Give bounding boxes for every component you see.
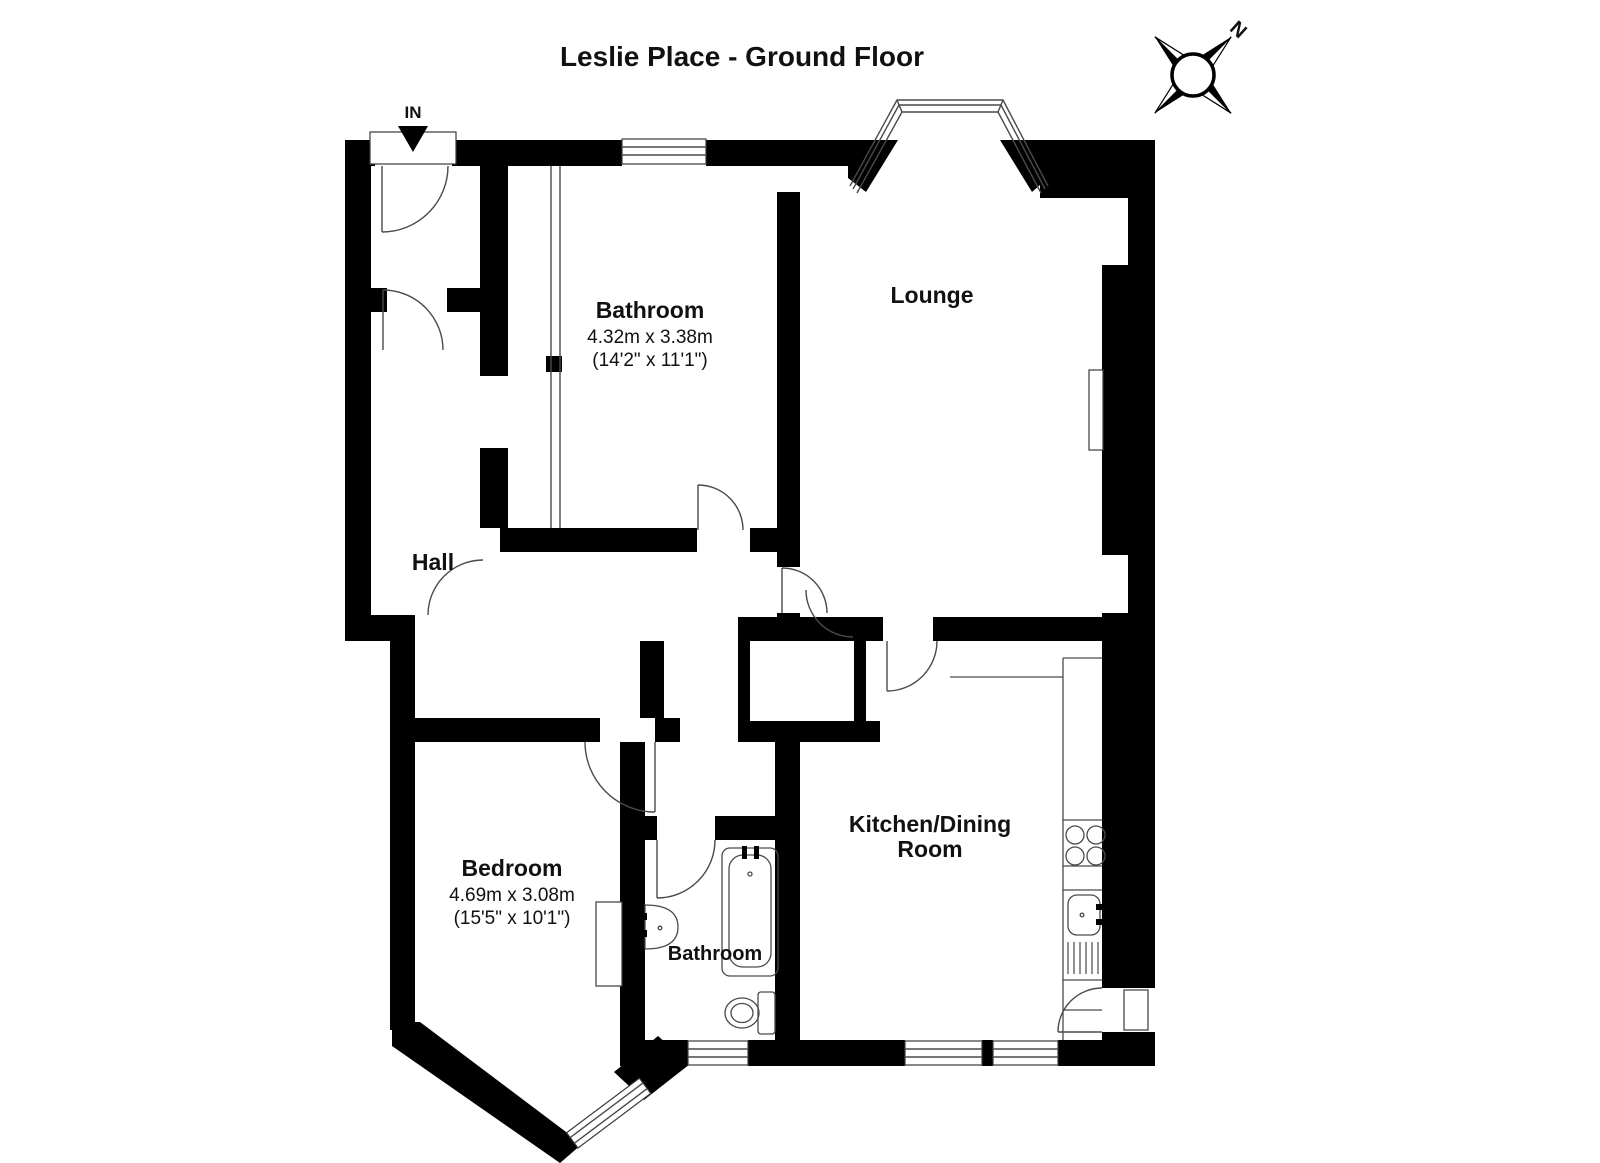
junction-door-arc <box>805 589 854 638</box>
kitchen-sink <box>1067 894 1108 974</box>
wash-basin <box>636 904 679 950</box>
compass-circle <box>1170 52 1216 98</box>
page-title: Leslie Place - Ground Floor <box>560 41 924 72</box>
kitchen-counter <box>950 657 1102 1040</box>
bedroom-recess <box>595 901 623 987</box>
label-kitchen: Kitchen/Dining Room <box>849 811 1011 862</box>
kitchen-door-recess <box>1123 989 1149 1031</box>
labels: Leslie Place - Ground Floor Bathroom 4.3… <box>412 41 1011 965</box>
window-top <box>621 138 707 165</box>
label-bedroom: Bedroom 4.69m x 3.08m (15'5" x 10'1") <box>449 855 575 929</box>
toilet <box>724 991 776 1035</box>
kitchen-door-arc <box>886 640 938 692</box>
bathtub <box>721 846 779 977</box>
vestibule-door-arc <box>382 289 444 351</box>
stud-partition <box>550 166 561 528</box>
lounge-door-arc <box>781 567 828 614</box>
label-bathroom-main: Bathroom 4.32m x 3.38m (14'2" x 11'1") <box>587 297 713 371</box>
bedroom-dim-metric: 4.69m x 3.08m <box>449 885 575 906</box>
kitchen-name-line1: Kitchen/Dining <box>849 811 1011 837</box>
entrance-label: IN <box>405 103 422 122</box>
walls <box>345 140 1155 1163</box>
bathroom-main-dim-imperial: (14'2" x 11'1") <box>592 350 707 371</box>
windows <box>550 99 1149 1149</box>
bay-window <box>849 99 1049 194</box>
hall-closet-door-arc <box>427 559 484 616</box>
window-bedroom-diagonal <box>565 1077 652 1149</box>
bedroom-door-arc <box>584 741 656 813</box>
bathroom-main-dim-metric: 4.32m x 3.38m <box>587 327 713 348</box>
bedroom-name: Bedroom <box>462 855 563 881</box>
entrance-door-arc <box>381 165 449 233</box>
hob <box>1065 825 1106 866</box>
window-kitchen-bottom-2 <box>992 1040 1059 1066</box>
bathroom-main-door-arc <box>697 484 744 531</box>
kitchen-exterior-door-arc <box>1057 987 1103 1033</box>
entrance-arrow-icon <box>398 126 428 152</box>
fixtures <box>636 657 1108 1040</box>
bedroom-dim-imperial: (15'5" x 10'1") <box>454 908 571 929</box>
kitchen-name-line2: Room <box>897 836 962 862</box>
drainer <box>1067 942 1099 974</box>
bathroom-small-door-arc <box>656 839 716 899</box>
radiator <box>1088 369 1104 451</box>
compass-icon: N <box>1154 17 1251 114</box>
entrance-marker: IN <box>398 103 428 152</box>
hall-name: Hall <box>412 549 454 575</box>
window-kitchen-bottom-1 <box>904 1040 983 1066</box>
bathroom-main-name: Bathroom <box>596 297 705 323</box>
bathroom-small-name: Bathroom <box>668 943 762 965</box>
lounge-name: Lounge <box>890 282 973 308</box>
window-bathroom-bottom <box>687 1040 749 1066</box>
